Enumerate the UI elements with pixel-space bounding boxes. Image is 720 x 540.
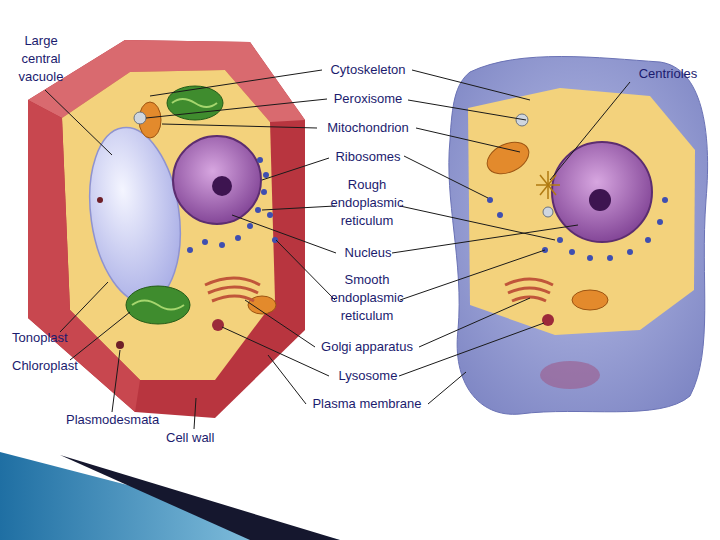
part-label: Peroxisome bbox=[312, 90, 424, 108]
slide-stripe bbox=[60, 455, 340, 540]
part-label: Plasmodesmata bbox=[66, 411, 176, 429]
part-label: Golgi apparatus bbox=[300, 338, 434, 356]
leader-lines bbox=[45, 70, 630, 429]
part-label: Plasma membrane bbox=[295, 395, 439, 413]
part-label: Large central vacuole bbox=[12, 32, 70, 86]
part-label: Lysosome bbox=[312, 367, 424, 385]
part-label: Nucleus bbox=[312, 244, 424, 262]
animal-cell bbox=[449, 57, 708, 415]
part-label: Centrioles bbox=[628, 65, 708, 83]
part-label: Ribosomes bbox=[312, 148, 424, 166]
slide-swoosh bbox=[0, 452, 340, 540]
part-label: Smooth endoplasmic reticulum bbox=[312, 271, 422, 325]
part-label: Chloroplast bbox=[12, 357, 102, 375]
part-label: Cell wall bbox=[166, 429, 246, 447]
part-label: Tonoplast bbox=[12, 329, 92, 347]
part-label: Mitochondrion bbox=[307, 119, 429, 137]
part-label: Cytoskeleton bbox=[312, 61, 424, 79]
part-label: Rough endoplasmic reticulum bbox=[312, 176, 422, 230]
